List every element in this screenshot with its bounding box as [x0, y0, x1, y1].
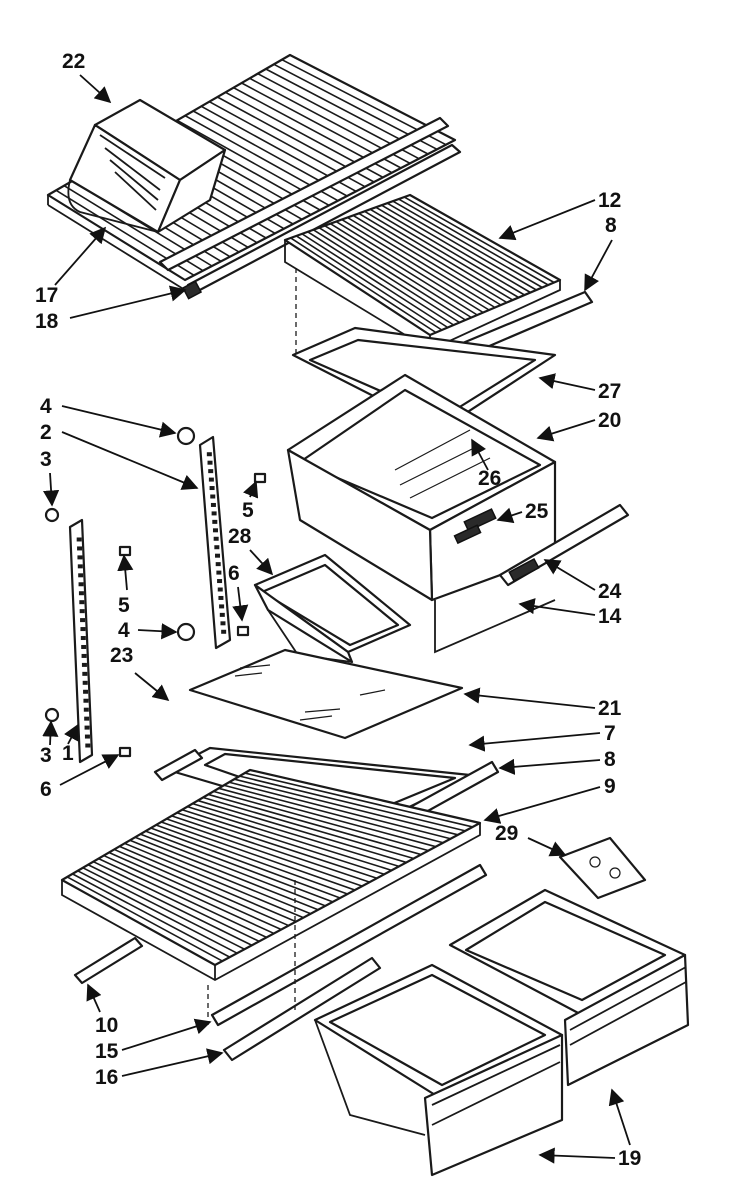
- utility-bin-22: [67, 98, 227, 234]
- callout-12: 12: [598, 189, 621, 212]
- glass-shelf-21: [188, 648, 464, 740]
- crisper-drawer-19-front: [313, 963, 564, 1177]
- callout-4-lower: 4: [118, 619, 130, 642]
- callout-18: 18: [35, 310, 59, 333]
- callout-6-upper: 6: [228, 562, 240, 585]
- callout-3-lower: 3: [40, 744, 52, 767]
- callout-15: 15: [95, 1040, 119, 1063]
- rail-16: [222, 956, 382, 1062]
- callout-27: 27: [598, 380, 621, 403]
- panel-14: [434, 599, 556, 654]
- crisper-drawer-19-rear: [448, 888, 690, 1087]
- ladder-track-2: [198, 435, 232, 650]
- callout-21: 21: [598, 697, 622, 720]
- shelf-rail-17: [158, 116, 450, 272]
- callout-layer: 22 17 18 12 8 27 20 26 25 24 14 4: [35, 50, 641, 1170]
- callout-23: 23: [110, 644, 133, 667]
- callout-22: 22: [62, 50, 85, 73]
- callout-24: 24: [598, 580, 622, 603]
- callout-16: 16: [95, 1066, 118, 1089]
- callout-5-upper: 5: [242, 499, 254, 522]
- rail-10: [73, 936, 144, 985]
- callout-28: 28: [228, 525, 252, 548]
- callout-26: 26: [478, 467, 501, 490]
- callout-20: 20: [598, 409, 621, 432]
- callout-17: 17: [35, 284, 58, 307]
- callout-9: 9: [604, 775, 616, 798]
- callout-4-upper: 4: [40, 395, 52, 418]
- callout-6-lower: 6: [40, 778, 52, 801]
- callout-14: 14: [598, 605, 622, 628]
- rail-23: [153, 748, 204, 782]
- small-bin-28: [253, 553, 412, 664]
- rail-15: [210, 863, 488, 1027]
- callout-2: 2: [40, 421, 52, 444]
- callout-7: 7: [604, 722, 616, 745]
- crisper-cover-shelf-12: [283, 193, 562, 352]
- callout-10: 10: [95, 1014, 118, 1037]
- callout-29: 29: [495, 822, 518, 845]
- callout-1: 1: [62, 742, 74, 765]
- callout-8-upper: 8: [605, 214, 617, 237]
- callout-8-lower: 8: [604, 748, 616, 771]
- ladder-track-1: [68, 518, 94, 764]
- rail-24: [498, 503, 630, 587]
- callout-3-upper: 3: [40, 448, 52, 471]
- meat-keeper-drawer-20: [286, 373, 557, 602]
- hardware: [44, 426, 267, 758]
- shelf-rail-18: [181, 143, 462, 300]
- callout-25: 25: [525, 500, 549, 523]
- callout-19: 19: [618, 1147, 641, 1170]
- callout-5-lower: 5: [118, 594, 130, 617]
- main-shelf-9: [60, 768, 482, 982]
- bracket-29: [558, 836, 647, 900]
